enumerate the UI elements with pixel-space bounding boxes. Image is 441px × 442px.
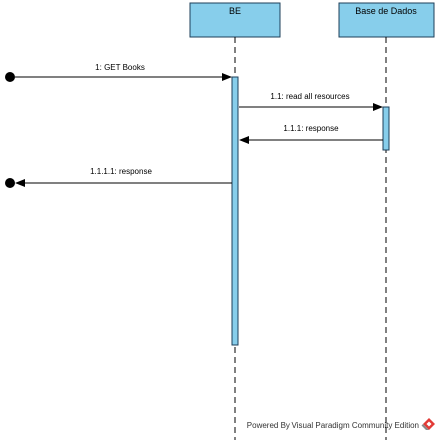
message-1-1-1[interactable]: 1.1.1: response (239, 124, 383, 144)
message-1[interactable]: 1: GET Books (5, 63, 232, 82)
watermark: Powered By Visual Paradigm Community Edi… (247, 418, 435, 430)
message-1-1-label: 1.1: read all resources (270, 92, 349, 101)
message-1-1-1-1[interactable]: 1.1.1.1: response (5, 167, 232, 188)
lifeline-db-label: Base de Dados (355, 6, 417, 16)
found-message-dot (5, 72, 15, 82)
message-1-label: 1: GET Books (95, 63, 145, 72)
lifeline-db[interactable]: Base de Dados (338, 2, 435, 440)
lifeline-be[interactable]: BE (189, 2, 281, 440)
activation-be[interactable] (231, 76, 239, 346)
message-1-1[interactable]: 1.1: read all resources (239, 92, 383, 111)
activation-db[interactable] (382, 106, 390, 151)
lifeline-db-head[interactable] (338, 2, 435, 38)
message-1-1-1-1-label: 1.1.1.1: response (90, 167, 152, 176)
lost-message-dot (5, 178, 15, 188)
lifeline-be-label: BE (229, 6, 241, 16)
visual-paradigm-logo-icon (421, 418, 435, 430)
lifeline-be-head[interactable] (189, 2, 281, 38)
message-1-1-1-label: 1.1.1: response (283, 124, 339, 133)
watermark-text: Powered By Visual Paradigm Community Edi… (247, 421, 419, 430)
